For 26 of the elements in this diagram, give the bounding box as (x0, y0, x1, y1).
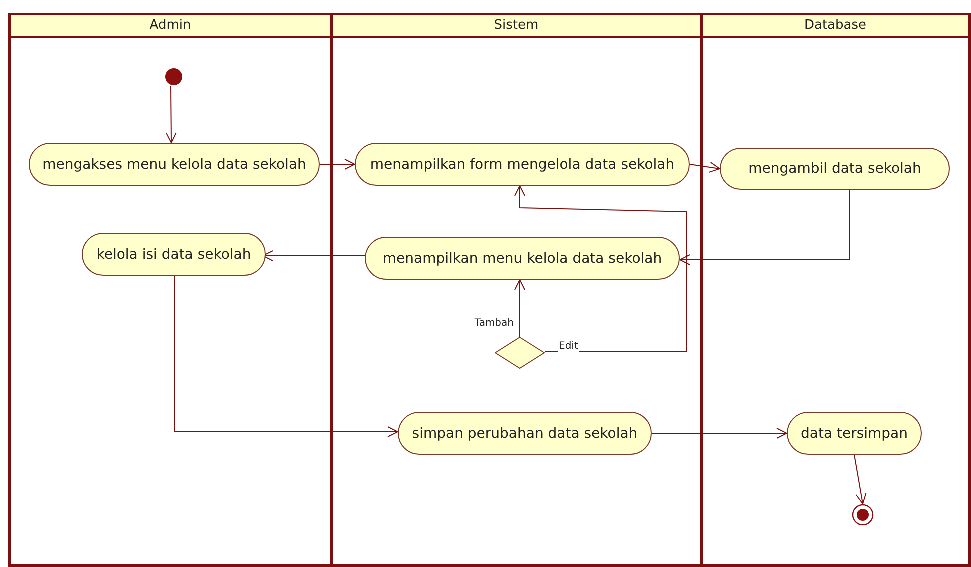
arrow (854, 454, 867, 504)
action-node: simpan perubahan data sekolah (398, 412, 652, 455)
edge-label: Tambah (474, 318, 515, 329)
decision-diamond (495, 337, 545, 369)
final-node (852, 504, 874, 526)
arrow (166, 86, 177, 144)
arrow (680, 190, 850, 266)
swimlane (703, 13, 971, 567)
arrow (514, 280, 526, 338)
lane-header: Sistem (333, 13, 700, 38)
action-node: menampilkan menu kelola data sekolah (365, 237, 680, 280)
lane-header: Database (703, 13, 968, 38)
action-node: data tersimpan (787, 412, 922, 455)
arrow (652, 428, 788, 439)
initial-node (165, 68, 183, 86)
arrow (690, 162, 720, 173)
arrow (514, 186, 688, 352)
arrow (174, 276, 398, 438)
swimlane (333, 13, 703, 567)
edge-label: Edit (558, 341, 580, 352)
lane-header: Admin (11, 13, 330, 38)
action-node: kelola isi data sekolah (82, 233, 266, 276)
swimlane (8, 13, 333, 567)
action-node: mengakses menu kelola data sekolah (29, 143, 320, 186)
action-node: menampilkan form mengelola data sekolah (355, 143, 690, 186)
action-node: mengambil data sekolah (720, 148, 950, 190)
